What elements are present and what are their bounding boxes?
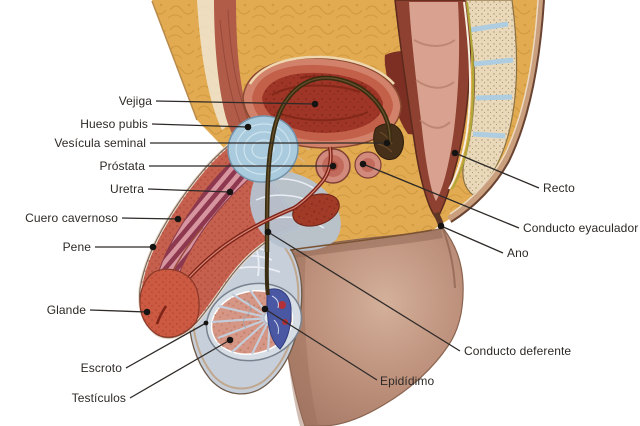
label-hueso-pubis: Hueso pubis	[80, 117, 148, 131]
glans	[139, 268, 200, 338]
leader-lines	[89, 100, 540, 399]
label-escroto: Escroto	[80, 361, 122, 375]
label-testiculos: Testículos	[71, 391, 126, 405]
epididymis	[264, 251, 292, 350]
label-glande: Glande	[46, 303, 86, 317]
vas-deferens	[264, 75, 393, 253]
urethra	[164, 146, 333, 308]
label-prostata: Próstata	[99, 159, 145, 173]
label-cuero-cavernoso: Cuero cavernoso	[25, 211, 118, 225]
label-recto: Recto	[543, 181, 575, 195]
label-vesicula-seminal: Vesícula seminal	[54, 136, 146, 150]
thigh	[276, 227, 464, 426]
label-ano: Ano	[507, 246, 529, 260]
rectum	[394, 0, 472, 229]
label-pene: Pene	[62, 240, 91, 254]
label-uretra: Uretra	[110, 182, 144, 196]
label-conducto-deferente: Conducto deferente	[464, 344, 572, 358]
label-epididimo: Epidídimo	[380, 374, 435, 388]
leader-dots	[143, 100, 459, 344]
sacrum	[447, 0, 545, 223]
label-vejiga: Vejiga	[118, 94, 152, 108]
label-conducto-eyaculador: Conducto eyaculador	[523, 221, 639, 235]
